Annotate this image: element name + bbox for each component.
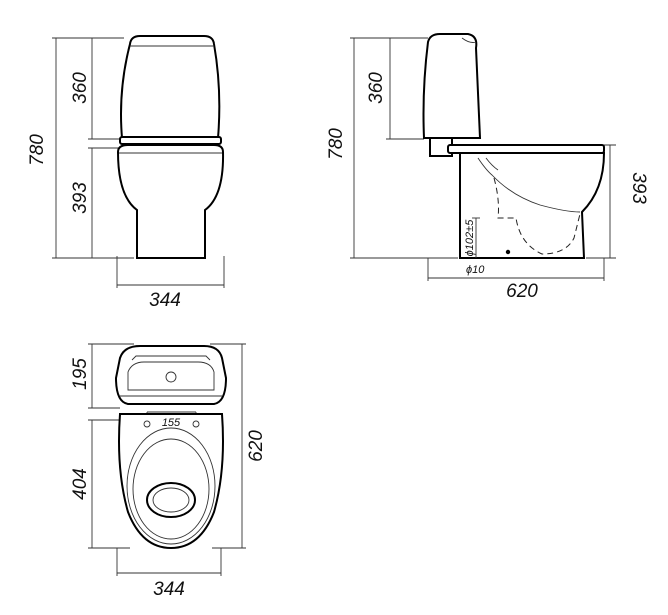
trap-dashed-path [493, 177, 581, 255]
front-bowl-height-label: 393 [70, 182, 91, 214]
fixing-hole-mark [505, 249, 511, 255]
seat-hinge-left [143, 420, 151, 428]
front-view: 780 360 393 344 [27, 35, 225, 311]
side-total-height-label: 780 [326, 128, 347, 160]
seat-hinge-right [192, 420, 200, 428]
fixing-spacing-label: 155 [162, 417, 181, 429]
top-tank-depth-label: 195 [70, 358, 91, 390]
side-length-label: 620 [506, 281, 538, 302]
cistern-base [119, 136, 222, 145]
cistern-top [114, 345, 228, 405]
front-width-label: 344 [149, 290, 181, 311]
bowl-side [459, 152, 606, 259]
cistern-front [120, 35, 221, 139]
side-view: 780 360 393 620 ϕ102±5 ϕ10 [326, 33, 649, 302]
seat-side [447, 144, 605, 154]
outlet-height-label: ϕ102±5 [464, 219, 476, 257]
top-width-label: 344 [153, 579, 185, 600]
seat-ring [126, 427, 216, 545]
side-tank-height-label: 360 [366, 72, 387, 104]
flush-button [165, 371, 177, 383]
side-bowl-height-label: 393 [628, 172, 649, 204]
front-total-height-label: 780 [27, 134, 48, 166]
top-bowl-depth-label: 404 [70, 468, 91, 500]
top-length-label: 620 [246, 430, 267, 462]
fixing-hole-label: ϕ10 [466, 264, 485, 276]
bowl-front [116, 144, 225, 259]
front-tank-height-label: 360 [70, 72, 91, 104]
top-view: 195 404 155 620 344 [70, 343, 267, 600]
cistern-side [422, 33, 482, 139]
bowl-top [118, 413, 224, 550]
